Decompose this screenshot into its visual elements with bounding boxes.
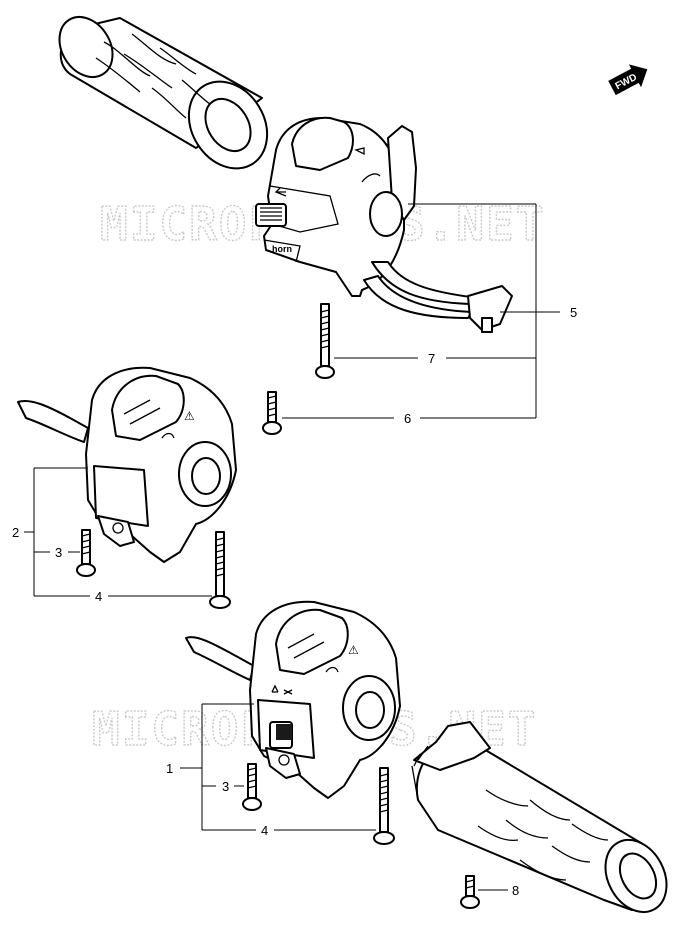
- screw-8: [460, 875, 480, 909]
- fwd-arrow-icon: FWD: [608, 64, 648, 96]
- leaders-left: [24, 467, 212, 597]
- hazard-symbol-lower: ⚠: [348, 643, 359, 657]
- right-grip: [411, 721, 668, 914]
- screw-long-7: [315, 303, 335, 379]
- headlight-icon: [354, 147, 365, 156]
- label-6: 6: [404, 411, 411, 426]
- screw-short-3-lower: [242, 763, 262, 811]
- light-switch-icon: [271, 684, 293, 695]
- turn-left-icon: [274, 187, 287, 197]
- switch-assembly-top: horn: [255, 116, 513, 333]
- hook-icon: [361, 173, 381, 183]
- label-7: 7: [428, 351, 435, 366]
- label-3-left: 3: [55, 545, 62, 560]
- leaders-top: [282, 203, 560, 419]
- screw-long-4-lower: [373, 767, 395, 845]
- hazard-symbol-left: ⚠: [184, 409, 195, 423]
- leaders-lower: [180, 703, 376, 831]
- screw-long-4-left: [209, 531, 231, 609]
- switch-assembly-left: ⚠: [17, 366, 237, 563]
- switch-assembly-lower: ⚠: [185, 600, 401, 799]
- label-3-lower: 3: [222, 779, 229, 794]
- label-5: 5: [570, 305, 577, 320]
- rotate-icon-lower: [325, 666, 339, 673]
- screw-short-6: [262, 391, 282, 435]
- label-2: 2: [12, 525, 19, 540]
- label-8: 8: [512, 883, 519, 898]
- horn-symbol: horn: [272, 244, 292, 254]
- left-grip: [58, 16, 269, 170]
- label-1: 1: [166, 761, 173, 776]
- label-4-lower: 4: [261, 823, 268, 838]
- screw-short-3-left: [76, 529, 96, 577]
- rotate-icon: [161, 432, 175, 439]
- label-4-left: 4: [95, 589, 102, 604]
